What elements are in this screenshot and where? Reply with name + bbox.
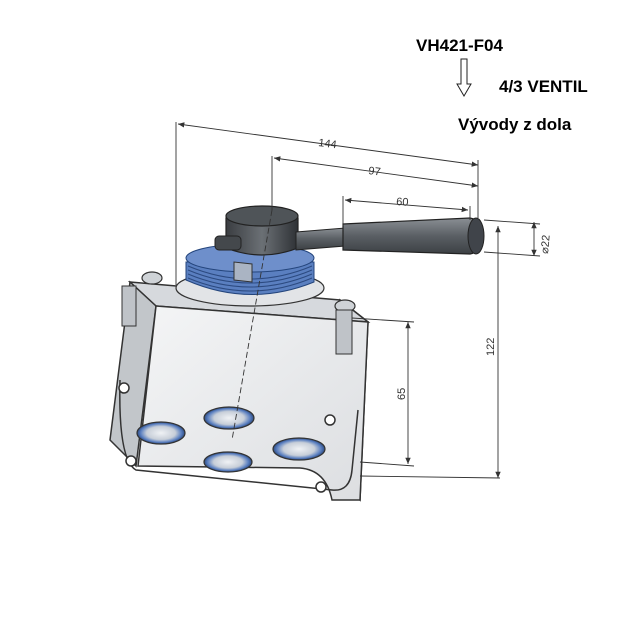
- dim-diameter-22: ⌀22: [539, 234, 553, 254]
- valve-type-label: 4/3 VENTIL: [499, 77, 588, 96]
- dim-97: 97: [368, 165, 382, 178]
- port-b: [272, 437, 326, 461]
- dim-122: 122: [485, 338, 497, 356]
- dim-144: 144: [318, 137, 338, 151]
- dimension-lines: [175, 122, 541, 479]
- port-t: [203, 451, 253, 473]
- port-a: [136, 421, 186, 445]
- down-arrow-icon: [456, 58, 472, 97]
- ports-location-label: Vývody z dola: [458, 115, 572, 134]
- lever-handle[interactable]: [295, 217, 485, 255]
- dim-65: 65: [396, 388, 408, 400]
- dim-60: 60: [396, 196, 409, 209]
- port-p: [203, 406, 255, 430]
- model-number: VH421-F04: [416, 36, 503, 55]
- valve-ports: [136, 406, 326, 473]
- handle-base: [214, 205, 299, 256]
